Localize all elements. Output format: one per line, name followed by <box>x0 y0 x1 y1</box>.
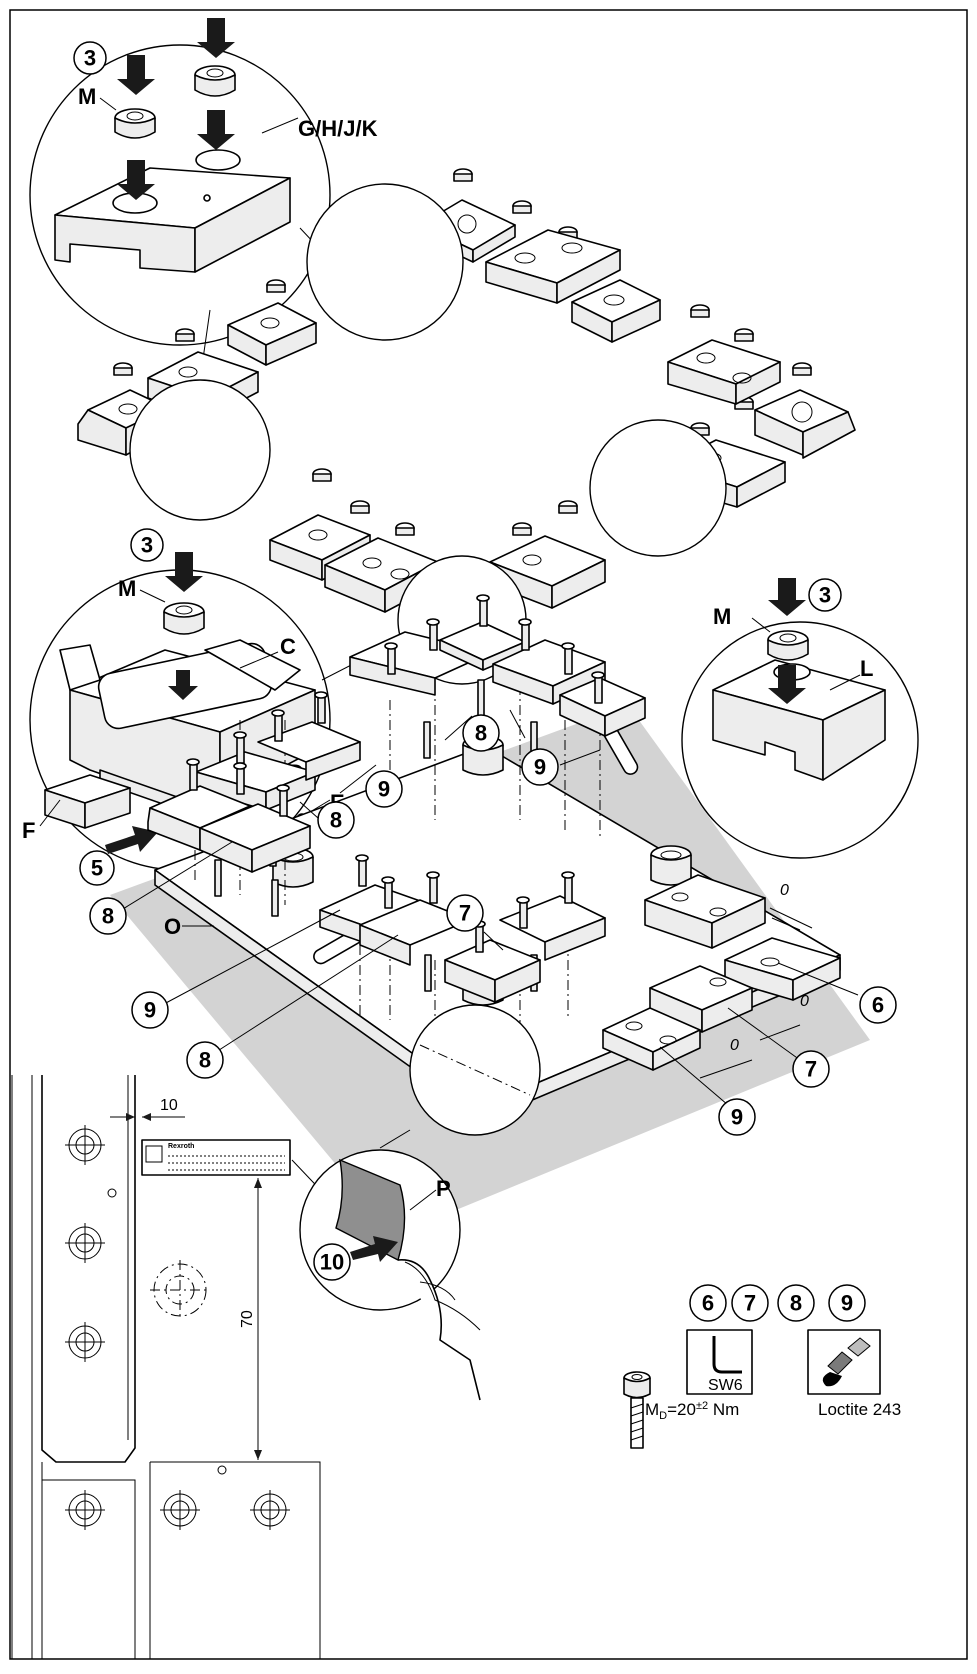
gap-symbol-2: 0 <box>800 993 809 1010</box>
nameplate: Rexroth <box>141 1139 291 1176</box>
set-screw-m-1 <box>114 108 156 139</box>
label-m-right: M <box>713 604 731 629</box>
set-screw-m-2 <box>194 65 236 97</box>
step-8-lower: 8 <box>199 1048 211 1073</box>
step-8-upper: 8 <box>475 721 487 746</box>
gap-symbol-1: 0 <box>780 882 789 899</box>
step-3-left: 3 <box>141 533 153 558</box>
cap-screws <box>186 691 328 817</box>
step-9-right: 9 <box>731 1105 743 1130</box>
gap-dimension: 0 0 0 <box>699 882 813 1079</box>
label-p: P <box>436 1176 451 1201</box>
hex-key-icon <box>712 1336 742 1374</box>
step-9-left: 9 <box>378 777 390 802</box>
bolt-head-icon <box>65 1125 290 1530</box>
down-arrow-icon <box>168 670 198 700</box>
step-7-right: 7 <box>805 1057 817 1082</box>
bushing <box>650 845 692 886</box>
baseplate-assembly: 0 0 0 8 9 9 8 8 O 9 8 7 <box>89 594 897 1235</box>
step-3-right: 3 <box>819 583 831 608</box>
wrench-size: SW6 <box>708 1377 743 1394</box>
label-l: L <box>860 656 873 681</box>
torque-spec: MD=20±2 Nm <box>645 1400 739 1422</box>
down-arrow-icon <box>117 18 235 200</box>
tool-step-7: 7 <box>744 1291 756 1316</box>
step-8-lower-left: 8 <box>102 904 114 929</box>
step-7-center: 7 <box>459 901 471 926</box>
adhesive-tube-icon <box>822 1337 871 1387</box>
down-arrow-icon <box>165 552 203 592</box>
step-9-upper: 9 <box>534 755 546 780</box>
tool-step-9: 9 <box>841 1291 853 1316</box>
step-10: 10 <box>320 1250 344 1275</box>
step-8-left: 8 <box>330 808 342 833</box>
tool-step-8: 8 <box>790 1291 802 1316</box>
label-m-left: M <box>118 576 136 601</box>
label-ghjk: G/H/J/K <box>298 116 378 141</box>
page-frame <box>9 9 968 1660</box>
step-3-top: 3 <box>84 46 96 71</box>
dim-70: 70 <box>239 1310 256 1328</box>
label-f: F <box>22 818 35 843</box>
dim-10: 10 <box>160 1097 178 1114</box>
upper-block-group <box>349 594 646 737</box>
step-5: 5 <box>91 856 103 881</box>
hex-key-box <box>686 1329 753 1395</box>
step-6: 6 <box>872 993 884 1018</box>
adhesive-name: Loctite 243 <box>818 1400 901 1419</box>
nameplate-brand: Rexroth <box>168 1143 194 1150</box>
exploded-block-ring <box>77 168 856 685</box>
left-block-group <box>147 691 361 873</box>
tool-step-6: 6 <box>702 1291 714 1316</box>
label-m-top: M <box>78 84 96 109</box>
label-peel-detail: P 10 <box>299 1149 481 1401</box>
set-screw-m-4 <box>767 630 809 661</box>
detail-circle-l: 3 M L <box>681 578 919 859</box>
detail-circle-ghjk: M G/H/J/K 3 <box>29 18 378 381</box>
cap-screws <box>384 594 605 704</box>
top-view-detail: Rexroth 10 70 <box>11 1075 331 1659</box>
step-9-lower: 9 <box>144 998 156 1023</box>
gap-symbol-3: 0 <box>730 1037 739 1054</box>
push-arrow-icon <box>350 1236 398 1262</box>
cap-screw-icon <box>623 1371 651 1449</box>
right-block-group <box>602 874 841 1071</box>
front-block-group <box>319 854 606 1003</box>
label-o: O <box>164 914 181 939</box>
label-c: C <box>280 634 296 659</box>
set-screw-m-3 <box>163 602 205 635</box>
tool-panel: 6 7 8 9 SW6 MD=20±2 Nm Loctite 243 <box>623 1284 901 1449</box>
down-arrow-icon <box>768 578 806 704</box>
